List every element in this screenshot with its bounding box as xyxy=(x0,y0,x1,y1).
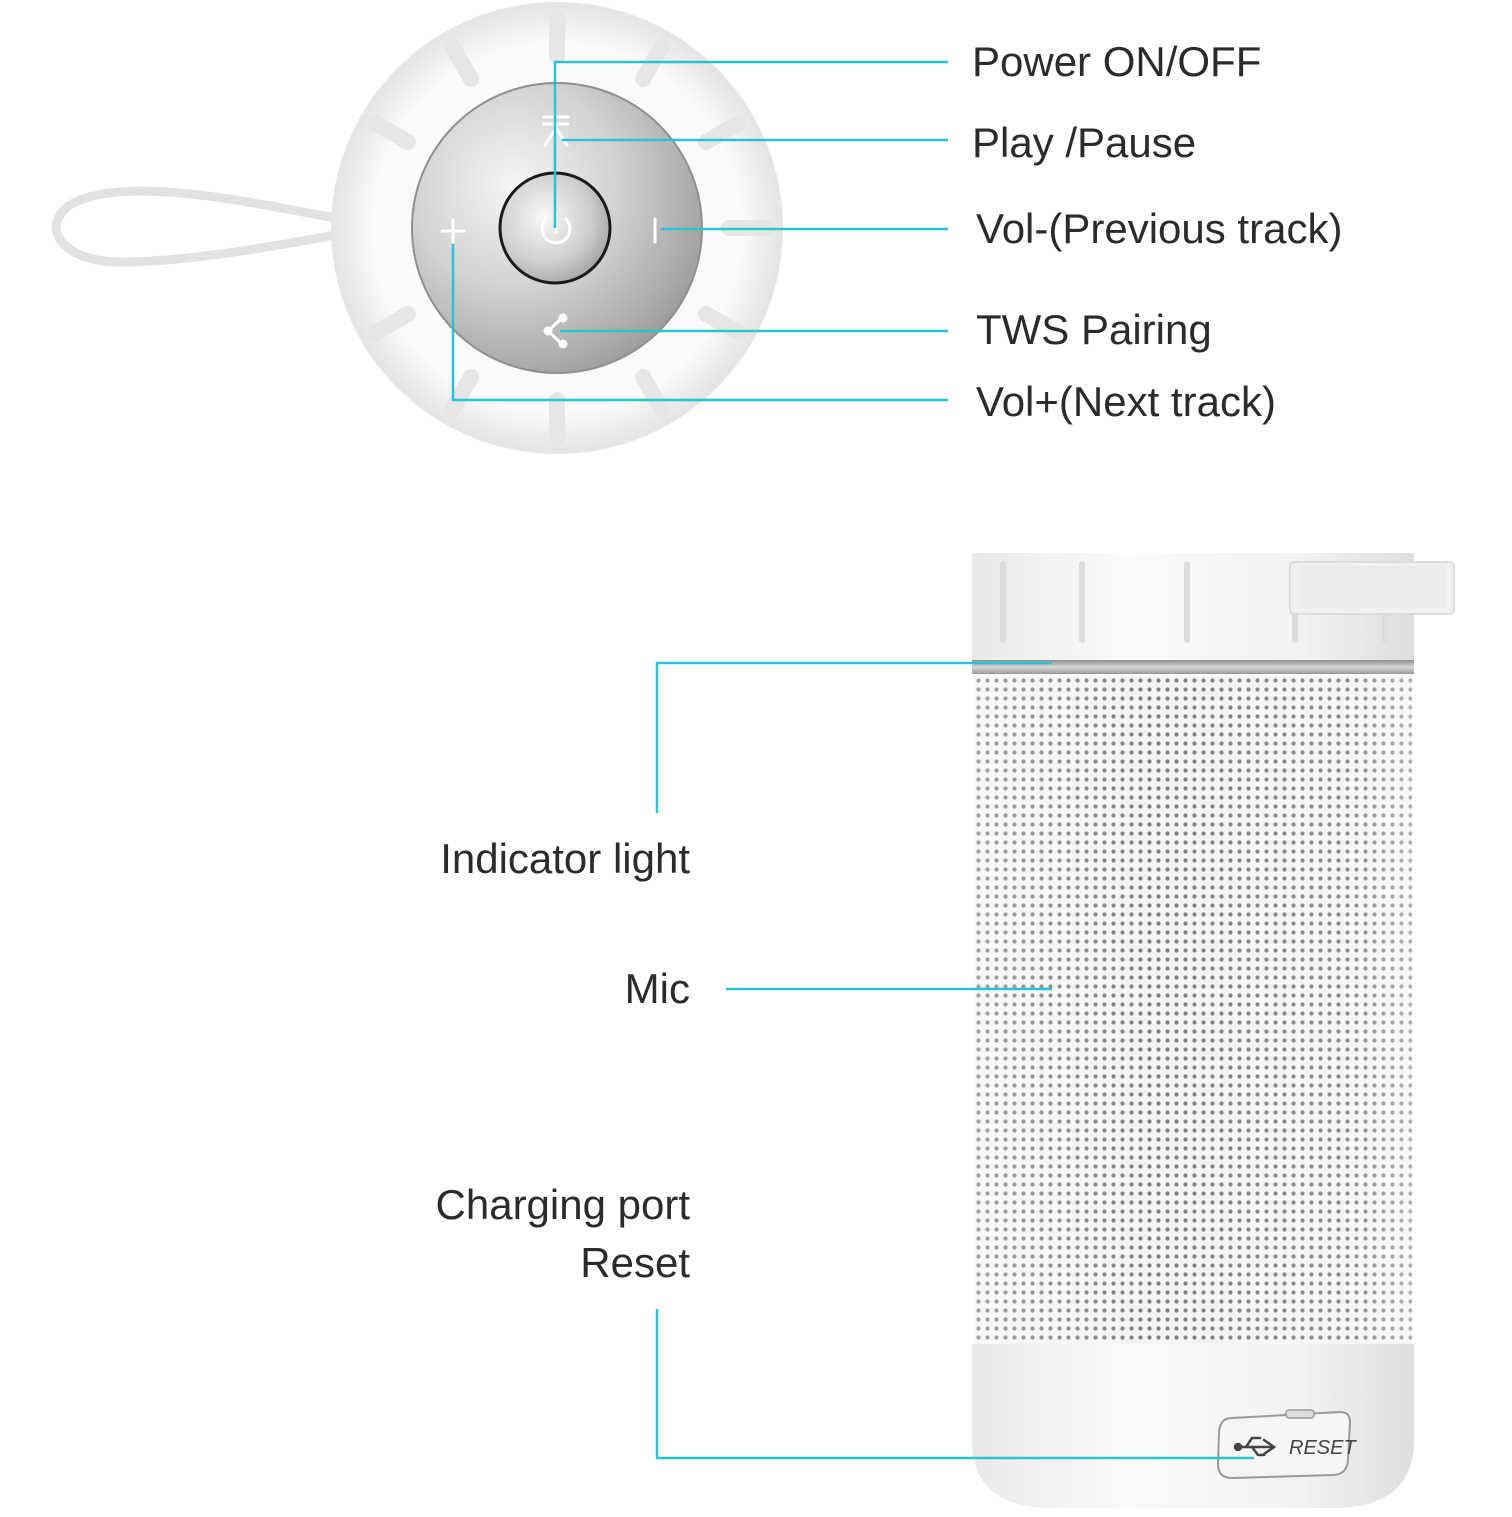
reset-label: RESET xyxy=(1289,1437,1357,1459)
label-vol-plus: Vol+(Next track) xyxy=(976,378,1276,425)
label-play-pause: Play /Pause xyxy=(972,119,1197,166)
disk-ridge xyxy=(444,368,479,418)
callout-lines xyxy=(451,60,1254,1460)
disk-ridge xyxy=(444,38,479,88)
disk-ridge xyxy=(635,368,670,418)
label-power: Power ON/OFF xyxy=(972,38,1262,85)
label-vol-minus: Vol-(Previous track) xyxy=(976,205,1343,252)
share-icon[interactable] xyxy=(543,313,568,349)
usb-icon xyxy=(1233,1436,1277,1457)
disk-ridge xyxy=(367,115,417,150)
charging-port-cover[interactable]: RESET xyxy=(1216,1409,1357,1480)
disk-ridge xyxy=(367,306,417,341)
label-reset: Reset xyxy=(580,1239,690,1286)
callout-line-charging xyxy=(655,1309,1254,1460)
label-mic: Mic xyxy=(624,965,690,1012)
label-charging-port: Charging port xyxy=(435,1181,690,1228)
callout-line-power xyxy=(553,60,948,228)
lanyard-loop xyxy=(51,186,340,267)
callout-line-vol-plus xyxy=(451,244,948,402)
side-view: RESET xyxy=(972,553,1455,1508)
label-indicator-light: Indicator light xyxy=(440,835,690,882)
indicator-light-ring xyxy=(972,660,1414,674)
callout-line-indicator xyxy=(655,661,1052,813)
label-tws-pairing: TWS Pairing xyxy=(976,306,1212,353)
plus-icon[interactable] xyxy=(440,218,466,244)
